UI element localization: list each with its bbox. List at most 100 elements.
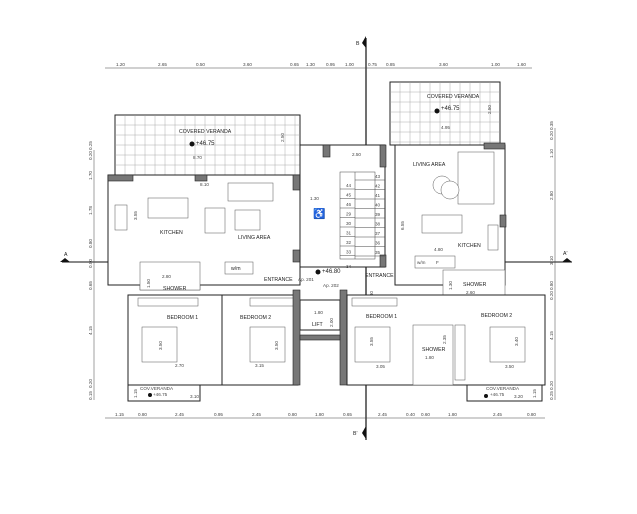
- veranda-width: 4.95: [441, 125, 450, 130]
- dimension-top: 2.65: [158, 62, 167, 67]
- shower2-height: 2.35: [442, 335, 447, 344]
- dimension-bottom: 0.60: [421, 412, 430, 417]
- dimension-left: 0.20: [88, 379, 93, 388]
- armchair: [204, 207, 226, 234]
- dimension-left: 0.80: [88, 259, 93, 268]
- level-marker-icon: [434, 108, 440, 114]
- dimension-bottom: 2.45: [493, 412, 502, 417]
- dimension-bottom: 0.95: [214, 412, 223, 417]
- round-table: [440, 180, 460, 200]
- entrance-label: ENTRANCE: [264, 277, 293, 283]
- veranda-label: COVERED VERANDA: [179, 129, 232, 135]
- dimension-top: 1.60: [517, 62, 526, 67]
- living-area-label: LIVING AREA: [413, 162, 446, 168]
- core-wall: [299, 334, 341, 341]
- entrance-level: +46.80: [322, 269, 341, 275]
- shower-dim2: 1.30: [448, 281, 453, 290]
- dimension-top: 0.75: [368, 62, 377, 67]
- bedroom1-height: 3.50: [158, 341, 163, 350]
- dimension-bottom: 0.80: [527, 412, 536, 417]
- wardrobe: [137, 297, 199, 307]
- dimension-right: 1.10: [549, 149, 554, 158]
- dimension-right: 0.20: [549, 291, 554, 300]
- dimension-left: 0.20: [88, 151, 93, 160]
- column: [499, 214, 507, 228]
- dimension-top: 0.85: [386, 62, 395, 67]
- section-mark-b: B: [356, 41, 360, 47]
- dimension-bottom: 1.15: [115, 412, 124, 417]
- veranda-width: 8.70: [193, 155, 202, 160]
- dimension-top: 3.60: [439, 62, 448, 67]
- column: [194, 174, 208, 182]
- kitchen-label: KITCHEN: [458, 243, 481, 249]
- cov-veranda-level: +46.75: [490, 392, 505, 397]
- bed: [354, 326, 391, 363]
- dimension-left: 0.15: [88, 391, 93, 400]
- dimension-left: 0.25: [88, 141, 93, 150]
- bed: [141, 326, 178, 363]
- shower-label: SHOWER: [163, 286, 187, 292]
- dimension-bottom: 2.45: [252, 412, 261, 417]
- shower-dim: 2.60: [466, 290, 475, 295]
- dimension-bottom: 1.80: [448, 412, 457, 417]
- dining-table: [421, 214, 463, 234]
- veranda-tiles: [115, 115, 300, 175]
- dimension-top: 1.00: [491, 62, 500, 67]
- section-mark-a: A: [64, 252, 68, 258]
- ap201-label[interactable]: Ap. 201: [298, 277, 314, 282]
- step-number: 38: [375, 222, 381, 227]
- ap202-label[interactable]: Ap. 202: [323, 283, 339, 288]
- dimension-bottom: 0.40: [406, 412, 415, 417]
- veranda-depth: 2.50: [280, 133, 285, 142]
- cov-veranda-201: [127, 384, 201, 402]
- dimension-right: 3.10: [549, 256, 554, 265]
- bedroom1-width: 3.05: [376, 364, 385, 369]
- landing-width: 1.30: [310, 196, 319, 201]
- dimension-top: 0.50: [196, 62, 205, 67]
- veranda-level: +46.75: [441, 106, 460, 112]
- step-number: 46: [346, 202, 352, 207]
- dimension-right: 0.20: [549, 131, 554, 140]
- veranda-depth: 2.50: [487, 105, 492, 114]
- cov-veranda-width: 3.20: [514, 394, 523, 399]
- bed: [489, 326, 526, 363]
- bedroom2-width: 3.50: [505, 364, 514, 369]
- shower2-width: 1.80: [425, 355, 434, 360]
- veranda-tiles: [390, 82, 500, 145]
- step-number: 33: [346, 250, 352, 255]
- kitchen-label: KITCHEN: [160, 230, 183, 236]
- step-number: 43: [375, 174, 381, 179]
- bedroom2-height: 3.40: [514, 337, 519, 346]
- kitchen-height: 6.55: [400, 221, 405, 230]
- lift-width: 1.80: [314, 310, 323, 315]
- level-marker-icon: [148, 393, 152, 397]
- stairwell: [299, 144, 386, 268]
- step-number: 42: [375, 184, 381, 189]
- cov-veranda-depth: 1.15: [532, 389, 537, 398]
- wardrobe: [351, 297, 398, 307]
- wheelchair-icon: ♿: [313, 207, 325, 220]
- cov-veranda-level: +46.75: [153, 392, 168, 397]
- step-number: 45: [346, 193, 352, 198]
- dimension-right: 0.35: [549, 121, 554, 130]
- sofa: [457, 151, 495, 205]
- dimension-bottom: 0.80: [138, 412, 147, 417]
- section-mark-a-prime: A': [563, 251, 567, 257]
- entrance-label: ENTRANCE: [365, 273, 394, 279]
- dimension-bottom: 2.45: [175, 412, 184, 417]
- bedroom1-label: BEDROOM 1: [167, 315, 198, 321]
- apartment-201: COVERED VERANDA +46.75 8.70 2.50 8.10 3.…: [107, 114, 301, 402]
- sink-icon: [487, 224, 499, 251]
- column: [379, 254, 387, 268]
- inner-width: 8.10: [200, 182, 209, 187]
- step-number: 44: [346, 183, 352, 188]
- bedroom2-label: BEDROOM 2: [240, 315, 271, 321]
- shower2-label: SHOWER: [422, 347, 446, 353]
- bed: [249, 326, 286, 363]
- dimension-top: 1.20: [116, 62, 125, 67]
- level-marker-icon: [189, 141, 195, 147]
- dining-table: [147, 197, 189, 219]
- dimension-right: 0.80: [549, 281, 554, 290]
